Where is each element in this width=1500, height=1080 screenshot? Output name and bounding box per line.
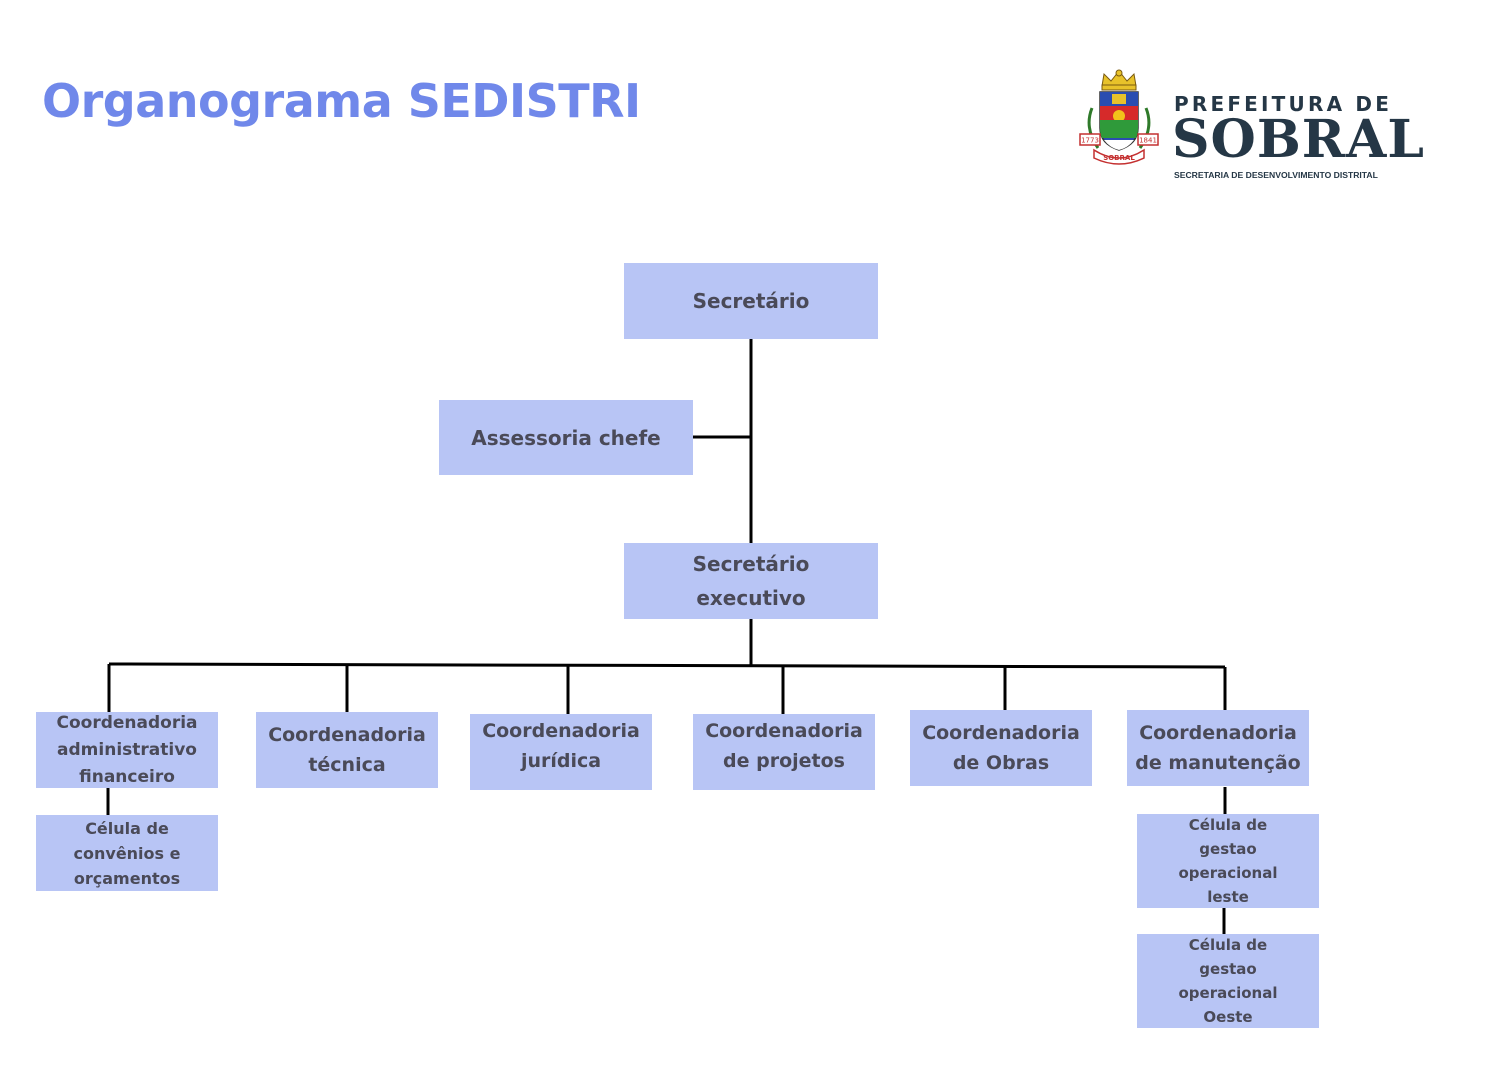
box-celula-gestao-oeste: Célula de gestao operacional Oeste [1137, 934, 1319, 1028]
logo-secretaria-text: SECRETARIA DE DESENVOLVIMENTO DISTRITAL [1174, 170, 1378, 180]
logo-sobral-text: SOBRAL [1172, 109, 1425, 170]
box-celula-convenios: Célula de convênios e orçamentos [36, 815, 218, 891]
box-coord-projetos: Coordenadoria de projetos [693, 714, 875, 790]
prefeitura-logo: 1773 1841 SOBRAL PREFEITURA DE SOBRAL SE… [1078, 68, 1425, 180]
crest-year-right: 1841 [1139, 137, 1157, 145]
box-coord-obras: Coordenadoria de Obras [910, 710, 1092, 786]
crest-year-left: 1773 [1081, 137, 1099, 145]
box-secretario: Secretário [624, 263, 878, 339]
box-coord-adm-financeiro: Coordenadoria administrativo financeiro [36, 712, 218, 788]
box-coord-manutencao: Coordenadoria de manutenção [1127, 710, 1309, 786]
crest-banner-text: SOBRAL [1103, 154, 1135, 162]
box-celula-gestao-leste: Célula de gestao operacional leste [1137, 814, 1319, 908]
page-title: Organograma SEDISTRI [42, 74, 641, 128]
sobral-coat-of-arms-icon: 1773 1841 SOBRAL [1079, 69, 1159, 165]
logo-prefeitura-text: PREFEITURA DE [1174, 92, 1393, 116]
box-coord-juridica: Coordenadoria jurídica [470, 714, 652, 790]
box-secretario-executivo: Secretário executivo [624, 543, 878, 619]
connector-horizontal-bus [108, 662, 1226, 669]
box-coord-tecnica: Coordenadoria técnica [256, 712, 438, 788]
box-assessoria-chefe: Assessoria chefe [439, 400, 693, 475]
